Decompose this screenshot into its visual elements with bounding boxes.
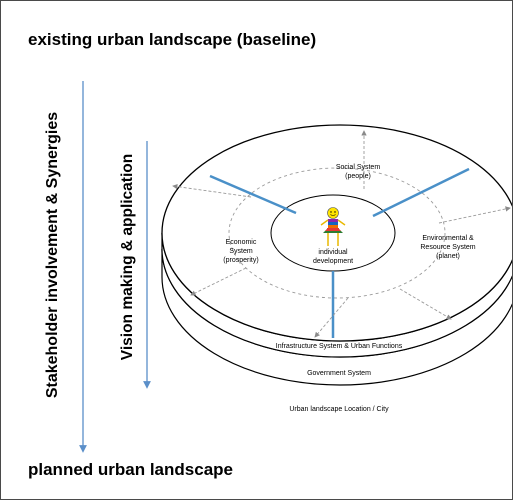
- divider-line: [372, 167, 470, 218]
- person-figure: [320, 207, 346, 246]
- location-label: Urban landscape Location / City: [289, 406, 389, 413]
- dashed-arrow: [314, 297, 349, 338]
- government-label: Government System: [307, 370, 371, 377]
- dashed-arrow: [172, 183, 252, 198]
- environmental-system-label: Environmental & Resource System (planet): [420, 235, 476, 260]
- center-label: individual development: [312, 249, 354, 265]
- dashed-ring: [228, 167, 446, 299]
- divider-line: [209, 174, 297, 215]
- infrastructure-label: Infrastructure System & Urban Functions: [275, 343, 403, 350]
- economic-system-label: Economic System (prosperity): [223, 239, 259, 264]
- baseline-heading: existing urban landscape (baseline): [28, 30, 317, 49]
- dashed-arrow: [190, 267, 247, 296]
- social-system-label: Social System (people): [335, 164, 381, 180]
- dashed-arrow: [438, 206, 511, 224]
- planned-heading: planned urban landscape: [28, 460, 233, 479]
